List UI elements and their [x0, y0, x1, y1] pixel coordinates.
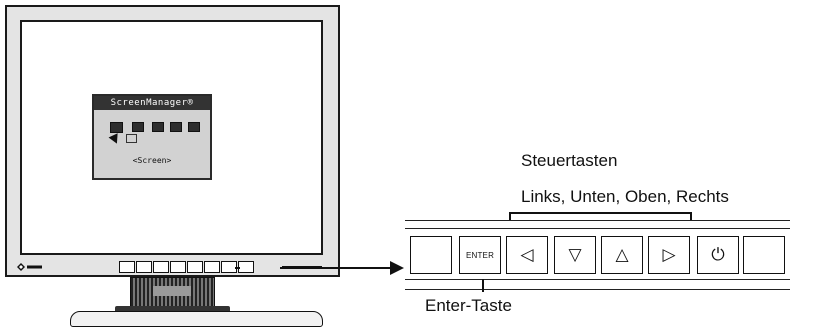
bracket-right	[690, 212, 692, 221]
osd-footer: <Screen>	[132, 156, 172, 165]
mini-key	[204, 261, 220, 273]
pointer-arrow-line	[280, 267, 392, 269]
panel-edge	[405, 279, 790, 280]
mini-key	[187, 261, 203, 273]
mini-key	[136, 261, 152, 273]
panel-edge	[405, 220, 790, 221]
color-icon	[132, 122, 144, 132]
enter-button[interactable]: ENTER	[459, 236, 501, 274]
sound-icon	[152, 122, 164, 132]
down-button[interactable]: ▽	[554, 236, 596, 274]
down-arrow-icon: ▽	[568, 244, 582, 265]
information-icon	[188, 122, 200, 132]
mini-key	[170, 261, 186, 273]
blank-button-right[interactable]	[743, 236, 785, 274]
monitor-screen: ScreenManager® <Screen>	[20, 20, 323, 255]
enter-key-label: Enter-Taste	[425, 296, 512, 315]
power-button[interactable]: ⏻	[697, 236, 739, 274]
up-button[interactable]: △	[601, 236, 643, 274]
right-button[interactable]: ▷	[648, 236, 690, 274]
left-button[interactable]: ◁	[506, 236, 548, 274]
power-led	[235, 267, 240, 269]
left-arrow-icon: ◁	[520, 244, 534, 265]
stand-base-top	[115, 306, 230, 314]
osd-title: ScreenManager®	[94, 96, 210, 110]
panel-edge	[405, 289, 790, 290]
direction-keys-label: Links, Unten, Oben, Rechts	[521, 187, 729, 206]
bracket	[509, 212, 692, 214]
enter-callout-line	[482, 279, 484, 292]
screenmanager-menu: ScreenManager® <Screen>	[92, 94, 212, 180]
monitor: ScreenManager® <Screen>	[5, 5, 340, 277]
osd-icon-row	[108, 122, 200, 148]
power-icon: ⏻	[711, 244, 725, 265]
blank-button-left[interactable]	[410, 236, 452, 274]
brand-logo-icon	[17, 263, 42, 271]
pointer-icon	[108, 133, 122, 146]
mini-key	[238, 261, 254, 273]
mini-key	[153, 261, 169, 273]
up-arrow-icon: △	[615, 244, 629, 265]
screen-icon	[110, 122, 123, 133]
stand-label	[153, 286, 191, 296]
screen-sub-icon	[126, 134, 137, 143]
bracket-left	[509, 212, 511, 221]
arrow-head-icon	[390, 261, 404, 275]
control-keys-label: Steuertasten	[521, 151, 618, 170]
enter-button-label: ENTER	[465, 250, 495, 260]
monitor-stand-base	[70, 311, 323, 327]
panel-edge	[405, 228, 790, 229]
others-icon	[170, 122, 182, 132]
front-key-row	[119, 261, 255, 273]
right-arrow-icon: ▷	[662, 244, 676, 265]
mini-key	[119, 261, 135, 273]
